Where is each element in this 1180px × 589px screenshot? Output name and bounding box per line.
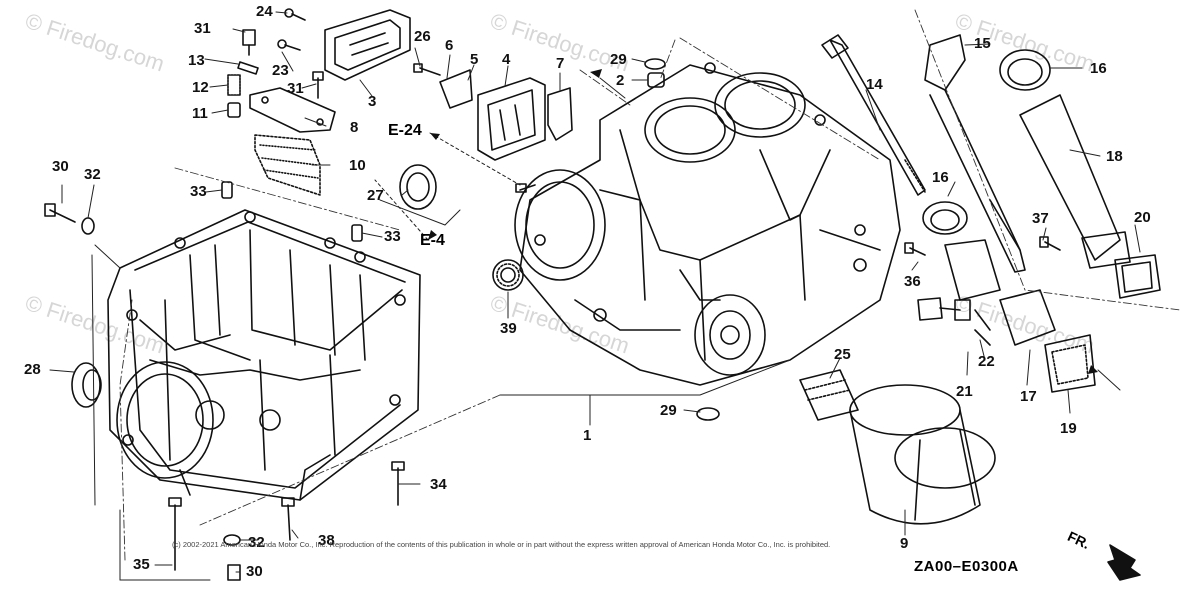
- callout-20[interactable]: 20: [1134, 209, 1151, 226]
- callout-3[interactable]: 3: [368, 93, 377, 110]
- callout-37[interactable]: 37: [1032, 210, 1049, 227]
- callout-38[interactable]: 38: [318, 532, 335, 549]
- filler-neck-drawing: [944, 239, 1056, 346]
- cylinder-block-drawing: [514, 62, 901, 386]
- callout-27[interactable]: 27: [367, 187, 384, 204]
- fitting-pipe-drawing: [799, 369, 859, 421]
- callout-16[interactable]: 16: [932, 169, 949, 186]
- callout-13[interactable]: 13: [188, 52, 205, 69]
- callout-39[interactable]: 39: [500, 320, 517, 337]
- callout-33[interactable]: 33: [384, 228, 401, 245]
- callout-29[interactable]: 29: [610, 51, 627, 68]
- callout-2[interactable]: 2: [616, 72, 625, 89]
- oil-pan-drawing: [107, 209, 421, 501]
- callout-31[interactable]: 31: [287, 80, 304, 97]
- callout-31[interactable]: 31: [194, 20, 211, 37]
- callout-5[interactable]: 5: [470, 51, 479, 68]
- diagram-code: ZA00–E0300A: [914, 558, 1019, 575]
- callout-19[interactable]: 19: [1060, 420, 1077, 437]
- callout-10[interactable]: 10: [349, 157, 366, 174]
- callout-7[interactable]: 7: [556, 55, 565, 72]
- section-arrows: [428, 69, 1098, 374]
- breather-cover-drawing: [324, 9, 411, 81]
- callout-22[interactable]: 22: [978, 353, 995, 370]
- callout-25[interactable]: 25: [834, 346, 851, 363]
- section-ref-e24[interactable]: E-24: [388, 122, 422, 139]
- callout-24[interactable]: 24: [256, 3, 273, 20]
- oil-pressure-switch-drawing: [917, 297, 991, 346]
- callout-16[interactable]: 16: [1090, 60, 1107, 77]
- section-ref-e4[interactable]: E-4: [420, 232, 445, 249]
- reed-valve-drawing: [477, 77, 546, 161]
- plate-drawing: [249, 87, 336, 133]
- gasket-drawing: [1044, 254, 1161, 393]
- callout-8[interactable]: 8: [350, 119, 359, 136]
- callout-26[interactable]: 26: [414, 28, 431, 45]
- callout-35[interactable]: 35: [133, 556, 150, 573]
- callout-32[interactable]: 32: [248, 534, 265, 551]
- copyright-notice: (c) 2002-2021 American Honda Motor Co., …: [172, 540, 831, 549]
- callout-30[interactable]: 30: [52, 158, 69, 175]
- bracket-drawing: [439, 69, 573, 141]
- callout-23[interactable]: 23: [272, 62, 289, 79]
- seal-ring-drawing: [922, 49, 1051, 235]
- callout-34[interactable]: 34: [430, 476, 447, 493]
- callout-9[interactable]: 9: [900, 535, 909, 552]
- callout-4[interactable]: 4: [502, 51, 511, 68]
- breather-filter-drawing: [254, 134, 321, 196]
- callout-21[interactable]: 21: [956, 383, 973, 400]
- callout-33[interactable]: 33: [190, 183, 207, 200]
- callout-28[interactable]: 28: [24, 361, 41, 378]
- callout-11[interactable]: 11: [192, 105, 208, 122]
- callout-17[interactable]: 17: [1020, 388, 1037, 405]
- callout-14[interactable]: 14: [866, 76, 883, 93]
- callout-6[interactable]: 6: [445, 37, 454, 54]
- callout-29[interactable]: 29: [660, 402, 677, 419]
- filler-tube-drawing: [1019, 94, 1131, 269]
- oil-filter-drawing: [849, 384, 996, 525]
- assembly-lines: [119, 9, 1180, 561]
- callout-15[interactable]: 15: [974, 35, 991, 52]
- callout-1[interactable]: 1: [583, 427, 592, 444]
- callout-18[interactable]: 18: [1106, 148, 1123, 165]
- leader-lines: [49, 11, 1141, 581]
- callout-32[interactable]: 32: [84, 166, 101, 183]
- bearing-drawing: [492, 259, 524, 291]
- callout-36[interactable]: 36: [904, 273, 921, 290]
- callout-30[interactable]: 30: [246, 563, 263, 580]
- dipstick-drawing: [821, 34, 926, 196]
- front-direction-arrow: [1107, 544, 1141, 581]
- callout-12[interactable]: 12: [192, 79, 209, 96]
- oil-seal-drawing: [71, 164, 437, 408]
- filler-cap-drawing: [924, 34, 1026, 273]
